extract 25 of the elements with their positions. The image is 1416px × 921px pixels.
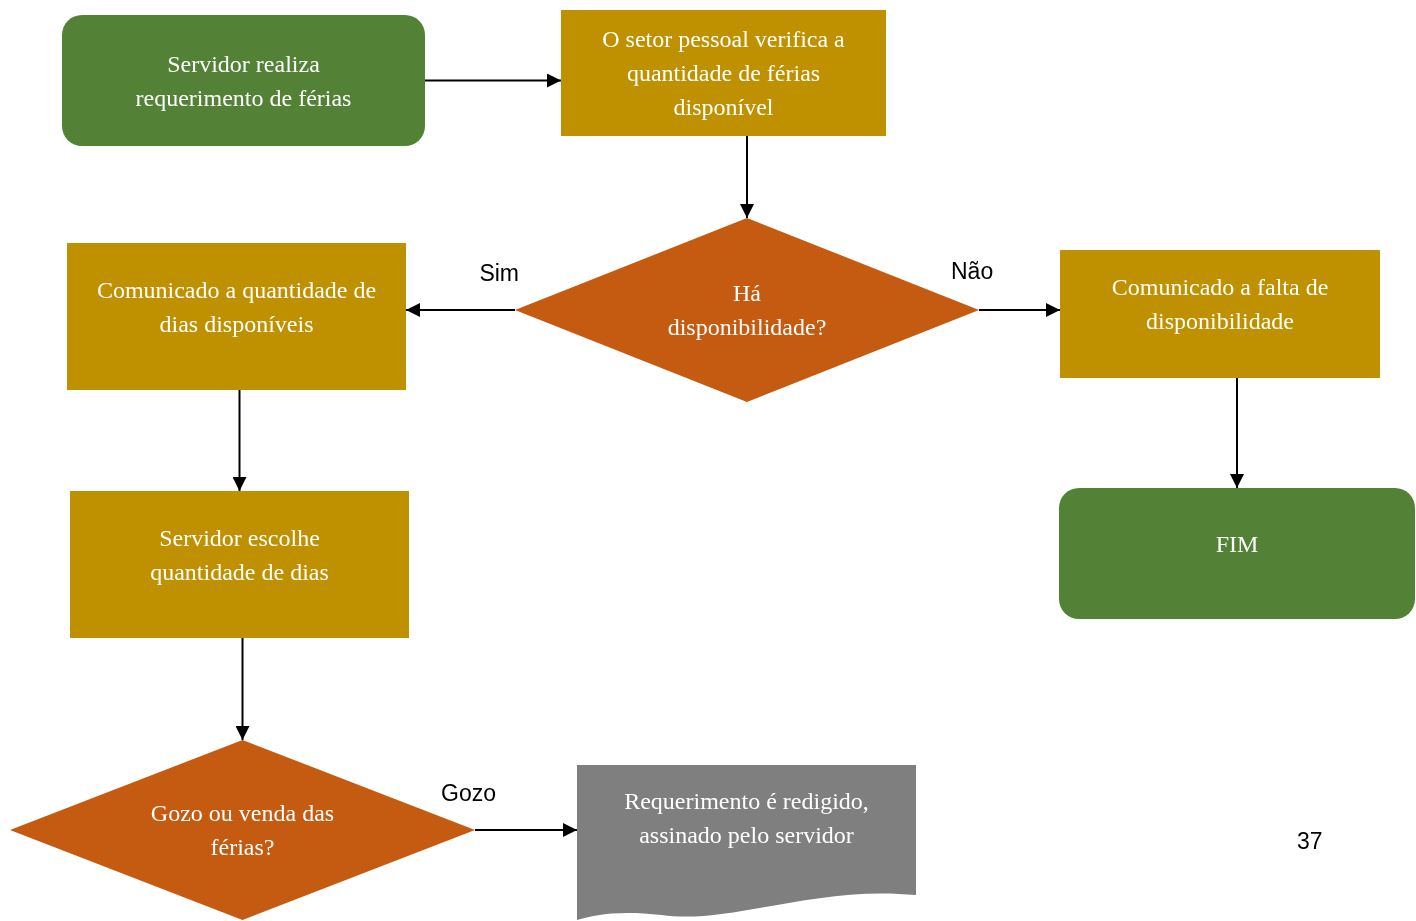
- arrow: [740, 135, 754, 219]
- arrow: [405, 303, 516, 317]
- process-box: [70, 491, 409, 638]
- terminal-box: [62, 15, 425, 146]
- arrow: [232, 389, 247, 492]
- arrow: [978, 303, 1061, 317]
- node-text: Servidor realiza requerimento de férias: [134, 49, 353, 113]
- process-box: [67, 243, 406, 390]
- node-text: Gozo ou venda das férias?: [150, 799, 335, 862]
- arrow: [474, 823, 578, 837]
- node-text: Comunicado a falta de disponibilidade: [1110, 273, 1330, 336]
- node-text: Servidor escolhe quantidade de dias: [149, 523, 330, 587]
- node-text: FIM: [1215, 529, 1259, 559]
- node-text: Comunicado a quantidade de dias disponíveis: [95, 275, 378, 339]
- arrow: [235, 637, 250, 741]
- node-text: O setor pessoal verifica a quantidade de férias disponível: [601, 25, 846, 122]
- page-number: 37: [1297, 828, 1323, 855]
- document-shape: [577, 765, 916, 920]
- process-box: [1060, 250, 1380, 378]
- node-text: Requerimento é redigido, assinado pelo servidor: [623, 786, 870, 850]
- node-text: Há disponibilidade?: [666, 279, 828, 342]
- arrow: [1230, 377, 1244, 489]
- process-box: [561, 10, 886, 136]
- terminal-box: [1059, 488, 1415, 619]
- arrow: [424, 73, 562, 88]
